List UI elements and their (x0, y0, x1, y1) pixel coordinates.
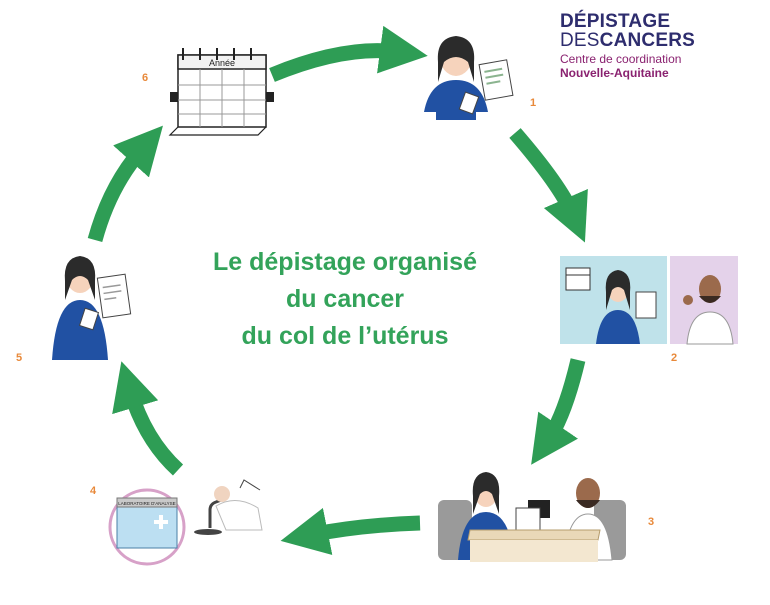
step-number-4: 4 (90, 485, 97, 497)
brand-line-3: Centre de coordination (560, 52, 682, 66)
title-line-3: du col de l’utérus (241, 322, 449, 350)
woman-with-results (52, 256, 132, 360)
arrow-3-to-4 (280, 507, 421, 556)
step-number-2: 2 (671, 352, 678, 364)
arrow-1-to-2 (509, 128, 588, 243)
brand-line-4: Nouvelle-Aquitaine (560, 66, 669, 80)
consultation-scene (438, 472, 626, 562)
brand-line-2: DESCANCERS (560, 31, 695, 50)
arrow-2-to-3 (531, 358, 586, 465)
phone-appointment-scene (560, 256, 738, 345)
brand-line-2-a: DES (560, 30, 600, 51)
arrow-5-to-6 (87, 125, 163, 242)
lab-sign: LABORATOIRE D'ANALYSE (118, 501, 175, 506)
brand-line-2-b: CANCERS (599, 30, 696, 51)
calendar-icon: Année (168, 48, 274, 136)
calendar-label: Année (209, 58, 235, 68)
brand-line-1: DÉPISTAGE (560, 11, 671, 32)
step-number-3: 3 (648, 516, 655, 528)
step-number-1: 1 (530, 97, 537, 109)
title-line-2: du cancer (285, 285, 405, 313)
step-number-6: 6 (142, 72, 149, 84)
brand-logo: DÉPISTAGE DESCANCERS Centre de coordinat… (560, 12, 695, 79)
title-line-1: Le dépistage organisé (213, 248, 477, 276)
arrow-4-to-5 (112, 361, 184, 476)
laboratory-scene: LABORATOIRE D'ANALYSE (108, 479, 263, 566)
arrow-6-to-1 (269, 25, 428, 82)
diagram-title: Le dépistage organisé du cancer du col d… (180, 244, 510, 355)
woman-reading-letter (424, 36, 514, 120)
step-number-5: 5 (16, 352, 23, 364)
